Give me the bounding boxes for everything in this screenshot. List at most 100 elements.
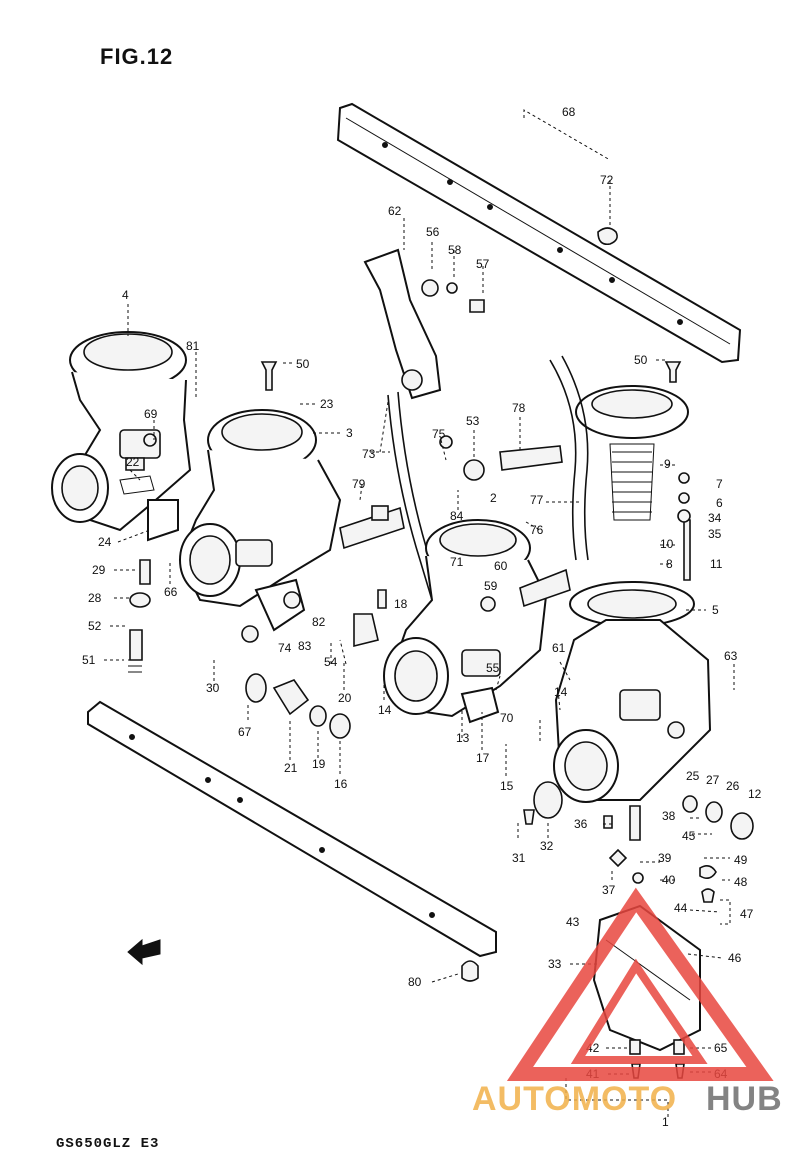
callout-4: 4 <box>122 288 129 302</box>
callout-47: 47 <box>740 907 754 921</box>
callout-16: 16 <box>334 777 348 791</box>
watermark-word-hub: HUB <box>706 1080 783 1118</box>
callout-67: 67 <box>238 725 252 739</box>
callout-9: 9 <box>664 457 671 471</box>
carburetor-1 <box>51 331 192 542</box>
upper-mounting-plate <box>336 102 742 364</box>
callout-62: 62 <box>388 204 402 218</box>
callout-38: 38 <box>662 809 676 823</box>
callout-19: 19 <box>312 757 326 771</box>
callout-39: 39 <box>658 851 672 865</box>
watermark-triangle-inner <box>570 958 708 1064</box>
callout-11: 11 <box>710 557 723 571</box>
callout-6: 6 <box>716 496 723 510</box>
callout-68: 68 <box>562 105 576 119</box>
callout-83: 83 <box>298 639 312 653</box>
callout-60: 60 <box>494 559 508 573</box>
callout-34: 34 <box>708 511 722 525</box>
callout-15: 15 <box>500 779 514 793</box>
choke-bracket <box>363 248 453 641</box>
callout-17: 17 <box>476 751 490 765</box>
callout-57: 57 <box>476 257 490 271</box>
callout-59: 59 <box>484 579 498 593</box>
callout-78: 78 <box>512 401 526 415</box>
callout-27: 27 <box>706 773 720 787</box>
callout-71: 71 <box>450 555 464 569</box>
carburetor-2 <box>178 409 342 632</box>
callout-labels: 1 2 3 4 5 6 7 8 9 10 11 12 13 14 14 15 1… <box>82 105 762 1129</box>
figure-title: FIG.12 <box>100 44 174 69</box>
callout-2: 2 <box>490 491 497 505</box>
lower-mounting-plate <box>87 700 497 982</box>
callout-46: 46 <box>728 951 742 965</box>
watermark-word-auto: AUTOMOTO <box>472 1080 677 1118</box>
callout-31: 31 <box>512 851 526 865</box>
callout-56: 56 <box>426 225 440 239</box>
callout-53: 53 <box>466 414 480 428</box>
callout-52: 52 <box>88 619 102 633</box>
callout-22: 22 <box>126 455 140 469</box>
callout-25: 25 <box>686 769 700 783</box>
callout-77: 77 <box>530 493 544 507</box>
callout-24: 24 <box>98 535 112 549</box>
front-direction-arrow-icon <box>127 938 161 966</box>
callout-79: 79 <box>352 477 366 491</box>
callout-43: 43 <box>566 915 580 929</box>
callout-65: 65 <box>714 1041 728 1055</box>
callout-1: 1 <box>662 1115 669 1129</box>
callout-7: 7 <box>716 477 723 491</box>
callout-29: 29 <box>92 563 106 577</box>
callout-14b: 14 <box>554 685 568 699</box>
callout-20: 20 <box>338 691 352 705</box>
callout-36: 36 <box>574 817 588 831</box>
watermark-triangle-outer <box>506 887 774 1081</box>
callout-10: 10 <box>660 537 674 551</box>
callout-48: 48 <box>734 875 748 889</box>
callout-72: 72 <box>600 173 614 187</box>
small-parts <box>125 282 754 903</box>
callout-37: 37 <box>602 883 616 897</box>
callout-12: 12 <box>748 787 762 801</box>
callout-26: 26 <box>726 779 740 793</box>
fuel-hoses <box>339 355 589 608</box>
callout-66: 66 <box>164 585 178 599</box>
callout-61: 61 <box>552 641 566 655</box>
callout-49: 49 <box>734 853 748 867</box>
callout-63: 63 <box>724 649 738 663</box>
callout-50b: 50 <box>634 353 648 367</box>
callout-58: 58 <box>448 243 462 257</box>
callout-8: 8 <box>666 557 673 571</box>
carburetor-3 <box>383 519 548 724</box>
callout-44: 44 <box>674 901 688 915</box>
callout-54: 54 <box>324 655 338 669</box>
callout-80: 80 <box>408 975 422 989</box>
callout-76: 76 <box>530 523 544 537</box>
callout-30: 30 <box>206 681 220 695</box>
callout-35: 35 <box>708 527 722 541</box>
callout-33: 33 <box>548 957 562 971</box>
watermark-logo: AUTOMOTO HUB <box>472 887 783 1118</box>
callout-3: 3 <box>346 426 353 440</box>
callout-50: 50 <box>296 357 310 371</box>
callout-45: 45 <box>682 829 696 843</box>
callout-55: 55 <box>486 661 500 675</box>
callout-18: 18 <box>394 597 408 611</box>
callout-14: 14 <box>378 703 392 717</box>
model-code: GS650GLZ E3 <box>56 1136 160 1152</box>
leader-lines <box>104 180 735 1118</box>
callout-75: 75 <box>432 427 446 441</box>
callout-73: 73 <box>362 447 376 461</box>
callout-70: 70 <box>500 711 514 725</box>
carburetor-4 <box>553 385 712 803</box>
callout-74: 74 <box>278 641 292 655</box>
callout-81: 81 <box>186 339 200 353</box>
callout-69: 69 <box>144 407 158 421</box>
callout-5: 5 <box>712 603 719 617</box>
callout-13: 13 <box>456 731 470 745</box>
callout-51: 51 <box>82 653 96 667</box>
callout-21: 21 <box>284 761 298 775</box>
callout-28: 28 <box>88 591 102 605</box>
callout-40: 40 <box>662 873 676 887</box>
callout-32: 32 <box>540 839 554 853</box>
